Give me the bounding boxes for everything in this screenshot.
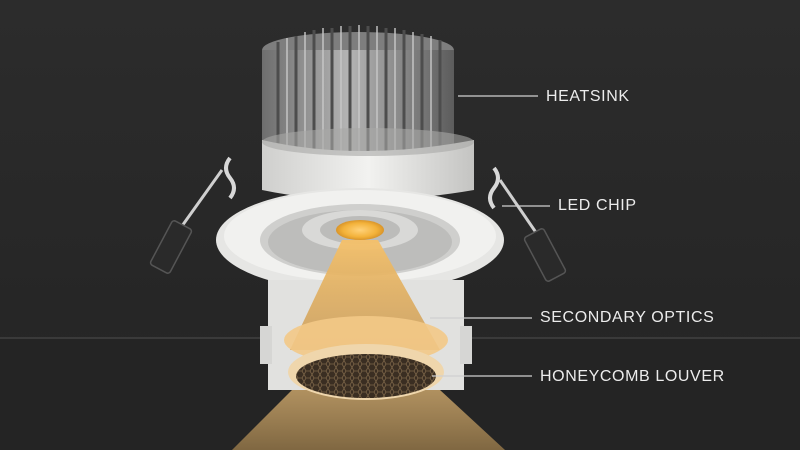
spring-clip-left — [149, 156, 236, 274]
callout-secondary-optics: SECONDARY OPTICS — [540, 309, 715, 326]
light-spill — [232, 390, 505, 450]
callout-led-chip: LED CHIP — [558, 197, 637, 214]
honeycomb-louver — [288, 344, 444, 400]
callout-honeycomb-louver: HONEYCOMB LOUVER — [540, 368, 725, 385]
callout-heatsink: HEATSINK — [546, 88, 630, 105]
led-chip — [302, 210, 418, 250]
spring-clip-right — [488, 166, 567, 282]
heatsink-collar — [262, 128, 474, 200]
callout-lines — [430, 95, 550, 377]
